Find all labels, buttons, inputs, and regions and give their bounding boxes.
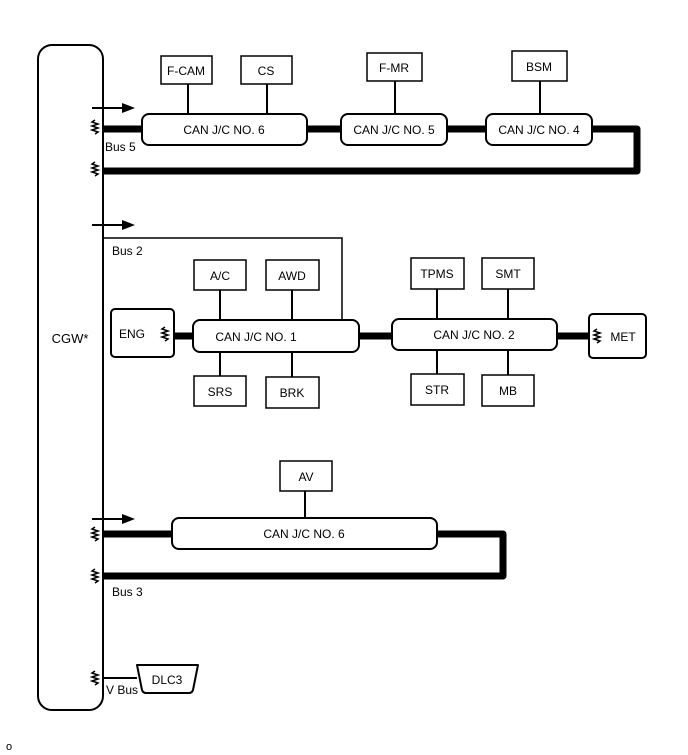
ecu-ac-label: A/C <box>210 269 230 283</box>
ecu-av: AV <box>279 460 333 492</box>
cgw-box <box>37 44 104 711</box>
bus5-arrow <box>92 103 135 113</box>
ecu-fmr-label: F-MR <box>379 61 409 75</box>
bus2-arrow <box>92 220 135 230</box>
eng-resistor-icon <box>159 326 171 342</box>
ecu-fcam: F-CAM <box>160 55 213 85</box>
vbus-resistor-icon <box>89 670 101 686</box>
jc4: CAN J/C NO. 4 <box>485 113 593 146</box>
jc1-label: CAN J/C NO. 1 <box>215 330 297 344</box>
cgw-label: CGW* <box>52 331 89 346</box>
ecu-ac: A/C <box>193 259 247 291</box>
ecu-str-label: STR <box>425 383 449 397</box>
ecu-eng: ENG <box>110 308 175 358</box>
jc6-top-label: CAN J/C NO. 6 <box>183 123 265 137</box>
jc5: CAN J/C NO. 5 <box>340 113 448 146</box>
jc2-label: CAN J/C NO. 2 <box>433 328 515 342</box>
bus3-lines <box>103 491 507 580</box>
ecu-brk-label: BRK <box>280 386 305 400</box>
bus3-arrow <box>92 514 135 524</box>
bus3-resistor-icon <box>89 526 101 584</box>
ecu-tpms: TPMS <box>410 257 465 290</box>
ecu-smt-label: SMT <box>495 267 521 281</box>
vbus-label: V Bus <box>106 683 138 697</box>
bus3-label: Bus 3 <box>112 585 143 599</box>
jc1: CAN J/C NO. 1 <box>192 319 360 353</box>
ecu-mb: MB <box>481 374 535 407</box>
ecu-tpms-label: TPMS <box>420 267 453 281</box>
ecu-fmr: F-MR <box>366 52 423 82</box>
jc6-bottom: CAN J/C NO. 6 <box>171 517 438 550</box>
ecu-met: MET <box>588 313 647 359</box>
dlc3-connector: DLC3 <box>136 664 199 694</box>
ecu-mb-label: MB <box>499 384 517 398</box>
ecu-srs-label: SRS <box>208 385 233 399</box>
ecu-fcam-label: F-CAM <box>167 64 205 78</box>
bus5-resistor-icon <box>89 119 101 177</box>
bus2-label: Bus 2 <box>112 244 143 258</box>
jc2: CAN J/C NO. 2 <box>391 318 558 351</box>
ecu-smt: SMT <box>481 257 535 290</box>
ecu-bsm-label: BSM <box>526 60 552 74</box>
ecu-awd: AWD <box>265 259 320 291</box>
ecu-srs: SRS <box>193 375 247 407</box>
jc6-bottom-label: CAN J/C NO. 6 <box>263 527 345 541</box>
ecu-awd-label: AWD <box>278 269 306 283</box>
ecu-str: STR <box>410 373 465 406</box>
bus5-lines <box>103 81 641 175</box>
ecu-bsm: BSM <box>511 50 568 82</box>
met-resistor-icon <box>591 328 603 344</box>
jc6-top: CAN J/C NO. 6 <box>141 113 308 146</box>
ecu-av-label: AV <box>298 470 313 484</box>
bus2-lines <box>103 237 589 377</box>
ecu-cs-label: CS <box>258 64 275 78</box>
jc5-label: CAN J/C NO. 5 <box>353 123 435 137</box>
ecu-cs: CS <box>240 55 293 85</box>
ecu-met-label: MET <box>610 330 636 344</box>
ecu-eng-label: ENG <box>119 327 145 341</box>
bus5-label: Bus 5 <box>105 140 136 154</box>
jc4-label: CAN J/C NO. 4 <box>498 123 580 137</box>
dlc3-label: DLC3 <box>152 673 183 687</box>
ecu-brk: BRK <box>265 376 320 409</box>
footnote: o <box>6 741 12 753</box>
